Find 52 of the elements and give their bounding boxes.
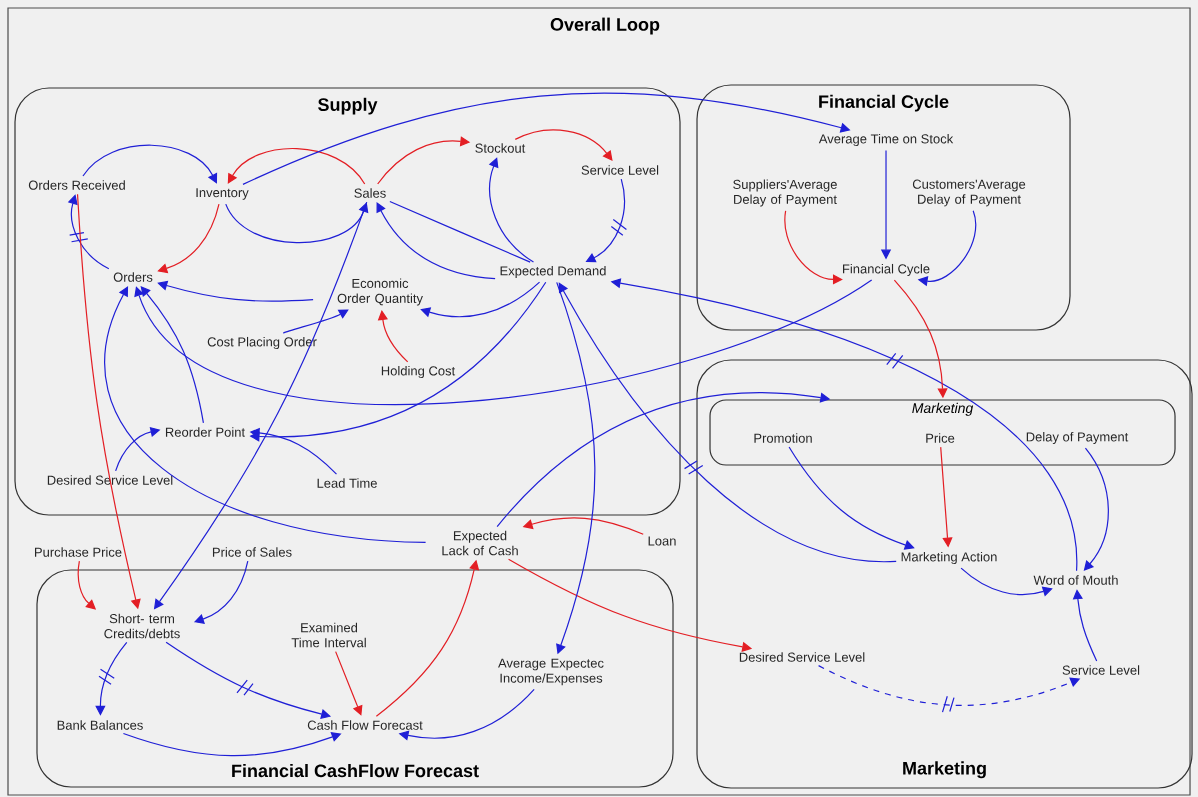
variable-label: Economic Order Quantity — [337, 278, 423, 306]
variable-label: Expected Lack of Cash — [442, 530, 518, 556]
variable-label: Lead Time — [317, 478, 377, 488]
arrow — [335, 651, 363, 716]
variable-label: Sales — [354, 188, 386, 198]
arrow — [67, 194, 110, 270]
variable-label: Bank Balances — [57, 720, 143, 730]
variable-label: Purchase Price — [35, 547, 122, 557]
variable-label: Price of Sales — [212, 547, 292, 557]
arrow — [784, 210, 843, 285]
title: Overall Loop — [550, 17, 660, 35]
variable-label: Delay of Payment — [1026, 431, 1129, 445]
arrow — [788, 446, 915, 550]
arrow — [227, 148, 366, 185]
variable-label: Orders Received — [28, 180, 125, 190]
arrow — [420, 281, 541, 318]
variable-label: Orders — [113, 272, 153, 282]
arrow — [82, 144, 218, 184]
arrow — [377, 310, 409, 363]
variable-label: Average Time on Stock — [818, 133, 954, 147]
arrow — [157, 280, 314, 302]
variable-label: Examined Time Interval — [291, 622, 366, 648]
variable-label: Price — [926, 433, 955, 443]
variable-label: Stockout — [475, 143, 526, 153]
arrow — [157, 203, 220, 274]
variable-label: Desired Service Level — [739, 652, 865, 662]
variable-label: Expected Demand — [500, 265, 606, 279]
variable-label: Service Level — [581, 165, 659, 175]
variable-label: Average Expectec Income/Expenses — [498, 658, 604, 686]
arrow — [376, 202, 496, 280]
arrow — [134, 279, 873, 406]
variable-label: Inventory — [196, 188, 249, 200]
variable-label: Financial Cycle — [843, 263, 930, 277]
arrow — [1072, 589, 1098, 662]
variable-label: Marketing Action — [901, 551, 997, 565]
variable-label: Short- term Credits/debts — [104, 613, 180, 639]
variable-label: Holding Cost — [381, 365, 456, 379]
variable-label: Word of Mouth — [1033, 575, 1118, 585]
arrow — [95, 641, 128, 716]
variable-label: Customers'Average Delay of Payment — [912, 179, 1026, 207]
variable-label: Suppliers'Average Delay of Payment — [733, 179, 837, 207]
variable-label: Promotion — [754, 433, 812, 443]
arrow — [282, 309, 349, 334]
variable-label: Loan — [648, 536, 676, 546]
arrow — [488, 157, 535, 263]
variable-label: Reorder Point — [165, 427, 245, 437]
arrow — [514, 129, 613, 161]
arrow — [225, 202, 369, 244]
arrow — [104, 286, 427, 543]
variable-label: Cash Flow Forecast — [307, 720, 423, 730]
arrow — [558, 282, 897, 562]
variable-label: Service Level — [1062, 665, 1140, 675]
